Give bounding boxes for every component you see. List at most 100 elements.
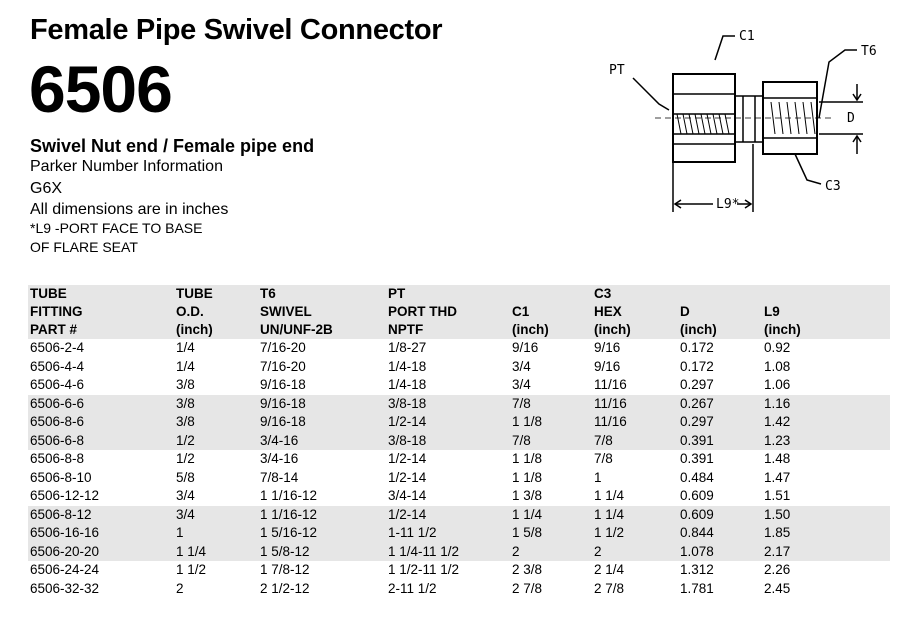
cell-l9: 2.26 xyxy=(764,562,791,577)
parker-number-info: Parker Number Information xyxy=(30,158,223,175)
header-l9: L9 (inch) xyxy=(762,285,890,339)
cell-pt-thread: 1/2-14 xyxy=(388,469,427,485)
cell-d: 0.267 xyxy=(678,394,762,413)
cell-c1: 2 7/8 xyxy=(512,580,543,596)
d-label: D xyxy=(847,111,855,126)
table-body: 6506-2-4 1/4 7/16-20 1/8-27 9/16 9/16 0.172 0.9… xyxy=(28,339,890,598)
cell-part-number: 6506-12-12 xyxy=(30,488,100,503)
cell-part-number: 6506-4-6 xyxy=(30,377,85,392)
header-c1: C1 (inch) xyxy=(510,285,592,339)
cell-tube-od: 1/4 xyxy=(176,340,195,355)
cell-pt-thread: 1 1/4-11 1/2 xyxy=(386,542,510,561)
pt-label: PT xyxy=(609,63,625,78)
cell-c3: 2 xyxy=(592,542,678,561)
cell-c3: 9/16 xyxy=(594,340,621,355)
cell-c1: 3/4 xyxy=(512,358,531,374)
cell-d: 1.078 xyxy=(678,542,762,561)
fitting-diagram: PT C1 T6 D C3 L9* xyxy=(609,29,877,212)
cell-pt-thread: 1/4-18 xyxy=(388,358,427,374)
cell-part-number: 6506-8-12 xyxy=(28,505,174,524)
cell-c1: 1 1/8 xyxy=(512,469,543,485)
cell-l9: 1.08 xyxy=(764,358,791,374)
cell-part-number: 6506-4-4 xyxy=(30,358,85,374)
cell-c3: 1 xyxy=(594,469,602,485)
cell-c1: 2 xyxy=(510,542,592,561)
cell-c1: 7/8 xyxy=(510,431,592,450)
cell-l9: 1.51 xyxy=(764,488,791,503)
cell-c3: 1 1/4 xyxy=(592,505,678,524)
page-title: Female Pipe Swivel Connector xyxy=(30,14,443,46)
l9-note-line-1: *L9 -PORT FACE TO BASE xyxy=(30,220,203,236)
cell-t6-thread: 1 7/8-12 xyxy=(260,562,310,577)
cell-d: 0.844 xyxy=(678,524,762,543)
cell-tube-od: 1/2 xyxy=(176,451,195,466)
cell-pt-thread: 1 1/2-11 1/2 xyxy=(388,562,460,577)
cell-part-number: 6506-20-20 xyxy=(28,542,174,561)
cell-t6-thread: 2 1/2-12 xyxy=(260,580,310,596)
cell-c3: 11/16 xyxy=(592,413,678,432)
cell-t6-thread: 9/16-18 xyxy=(260,377,306,392)
cell-tube-od: 3/4 xyxy=(174,505,258,524)
cell-c1: 1 5/8 xyxy=(510,524,592,543)
cell-l9: 0.92 xyxy=(764,340,791,355)
cell-l9: 2.45 xyxy=(764,580,791,596)
cell-l9: 1.06 xyxy=(764,377,791,392)
cell-c1: 7/8 xyxy=(510,394,592,413)
cell-t6-thread: 3/4-16 xyxy=(260,451,299,466)
cell-d: 0.172 xyxy=(680,340,714,355)
cell-t6-thread: 9/16-18 xyxy=(258,394,386,413)
cell-part-number: 6506-32-32 xyxy=(30,580,100,596)
cell-tube-od: 1 1/2 xyxy=(176,562,207,577)
cell-l9: 1.42 xyxy=(762,413,890,432)
cell-tube-od: 1 1/4 xyxy=(174,542,258,561)
cell-l9: 1.47 xyxy=(764,469,791,485)
cell-c1: 2 3/8 xyxy=(512,562,543,577)
cell-part-number: 6506-16-16 xyxy=(28,524,174,543)
l9-label: L9* xyxy=(716,197,739,212)
cell-d: 0.609 xyxy=(678,505,762,524)
cell-pt-thread: 1/8-27 xyxy=(388,340,427,355)
cell-c1: 1 1/8 xyxy=(510,413,592,432)
subtitle: Swivel Nut end / Female pipe end xyxy=(30,136,315,156)
cell-c3: 2 7/8 xyxy=(594,580,625,596)
cell-c3: 9/16 xyxy=(594,358,621,374)
c3-label: C3 xyxy=(825,179,841,194)
cell-c3: 7/8 xyxy=(592,431,678,450)
header-t6: T6 SWIVEL UN/UNF-2B xyxy=(258,285,386,339)
cell-l9: 1.85 xyxy=(762,524,890,543)
cell-tube-od: 3/8 xyxy=(174,394,258,413)
cell-c1: 1 3/8 xyxy=(512,488,543,503)
cell-tube-od: 3/4 xyxy=(176,488,195,503)
cell-l9: 1.23 xyxy=(762,431,890,450)
cell-pt-thread: 3/8-18 xyxy=(386,431,510,450)
cell-l9: 2.17 xyxy=(762,542,890,561)
cell-pt-thread: 1-11 1/2 xyxy=(386,524,510,543)
cell-t6-thread: 7/16-20 xyxy=(260,340,306,355)
cell-tube-od: 1/4 xyxy=(176,358,195,374)
cell-part-number: 6506-8-6 xyxy=(28,413,174,432)
cell-pt-thread: 1/4-18 xyxy=(388,377,427,392)
cell-t6-thread: 1 5/16-12 xyxy=(258,524,386,543)
cell-t6-thread: 9/16-18 xyxy=(258,413,386,432)
cell-part-number: 6506-2-4 xyxy=(30,340,85,355)
cell-t6-thread: 7/16-20 xyxy=(260,358,306,374)
cell-pt-thread: 1/2-14 xyxy=(388,451,427,466)
cell-t6-thread: 7/8-14 xyxy=(260,469,299,485)
cell-l9: 1.50 xyxy=(762,505,890,524)
cell-tube-od: 2 xyxy=(176,580,184,596)
cell-t6-thread: 1 5/8-12 xyxy=(258,542,386,561)
cell-c1: 1 1/8 xyxy=(512,451,543,466)
cell-t6-thread: 1 1/16-12 xyxy=(258,505,386,524)
header-d: D (inch) xyxy=(678,285,762,339)
cell-t6-thread: 1 1/16-12 xyxy=(260,488,318,503)
